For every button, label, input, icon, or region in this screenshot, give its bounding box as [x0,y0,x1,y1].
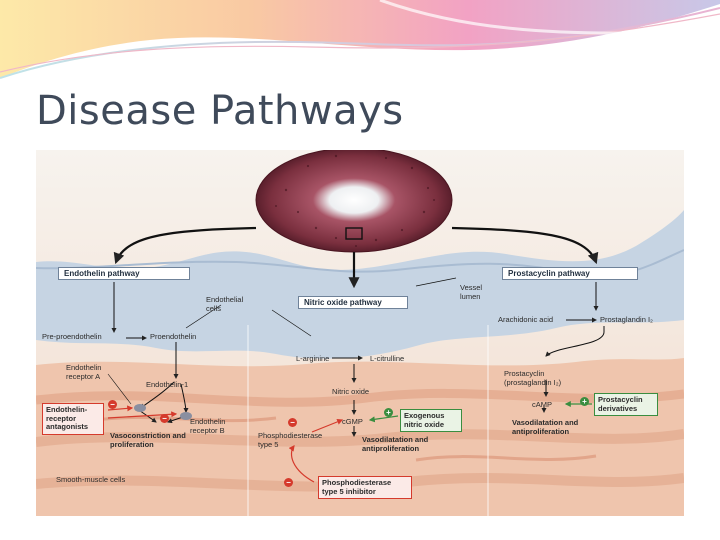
minus-sign-icon: − [160,414,169,423]
arachidonic-acid-label: Arachidonic acid [498,315,554,324]
endothelin-receptor-a-label: Endothelin receptor A [66,363,102,381]
prostacyclin-label: Prostacyclin (prostaglandin I₂) [504,369,562,387]
minus-sign-icon: − [284,478,293,487]
vessel-lumen-label: Vessel lumen [460,283,483,301]
endothelin-pathway-label: Endothelin pathway [58,267,190,280]
camp-label: cAMP [532,400,553,409]
vasodilatation-no-label: Vasodilatation and antiproliferation [362,435,429,453]
l-citrulline-label: L-citrulline [370,354,405,363]
vasodilatation-prostacyclin-label: Vasodilatation and antiproliferation [512,418,579,436]
prostacyclin-derivatives-drug: Prostacyclin derivatives [594,393,658,416]
nitric-oxide-pathway-label: Nitric oxide pathway [298,296,408,309]
smooth-muscle-cells-label: Smooth-muscle cells [56,475,126,484]
l-arginine-label: L-arginine [296,354,330,363]
prostacyclin-pathway-label: Prostacyclin pathway [502,267,638,280]
minus-sign-icon: − [108,400,117,409]
plus-sign-icon: + [580,397,589,406]
endothelin-receptor-b-label: Endothelin receptor B [190,417,226,435]
prostaglandin-i2-label: Prostaglandin I₂ [600,315,653,324]
exogenous-nitric-oxide-drug: Exogenous nitric oxide [400,409,462,432]
phosphodiesterase-type-5-label: Phosphodiesterase type 5 [258,431,323,449]
pde5-inhibitor-drug: Phosphodiesterase type 5 inhibitor [318,476,412,499]
slide-title: Disease Pathways [36,88,404,134]
cgmp-label: cGMP [342,417,363,426]
plus-sign-icon: + [384,408,393,417]
endothelin-1-label: Endothelin-1 [146,380,189,389]
nitric-oxide-label: Nitric oxide [332,387,370,396]
endothelin-receptor-antagonists-drug: Endothelin-receptor antagonists [42,403,104,435]
disease-pathways-diagram: Endothelin pathway Nitric oxide pathway … [36,150,684,516]
proendothelin-label: Proendothelin [150,332,197,341]
endothelial-cells-label: Endothelial cells [206,295,244,313]
minus-sign-icon: − [288,418,297,427]
diagram-background [36,150,684,516]
vasoconstriction-label: Vasoconstriction and proliferation [110,431,186,449]
pre-proendothelin-label: Pre-proendothelin [42,332,102,341]
header-swoosh-decoration [0,0,720,79]
